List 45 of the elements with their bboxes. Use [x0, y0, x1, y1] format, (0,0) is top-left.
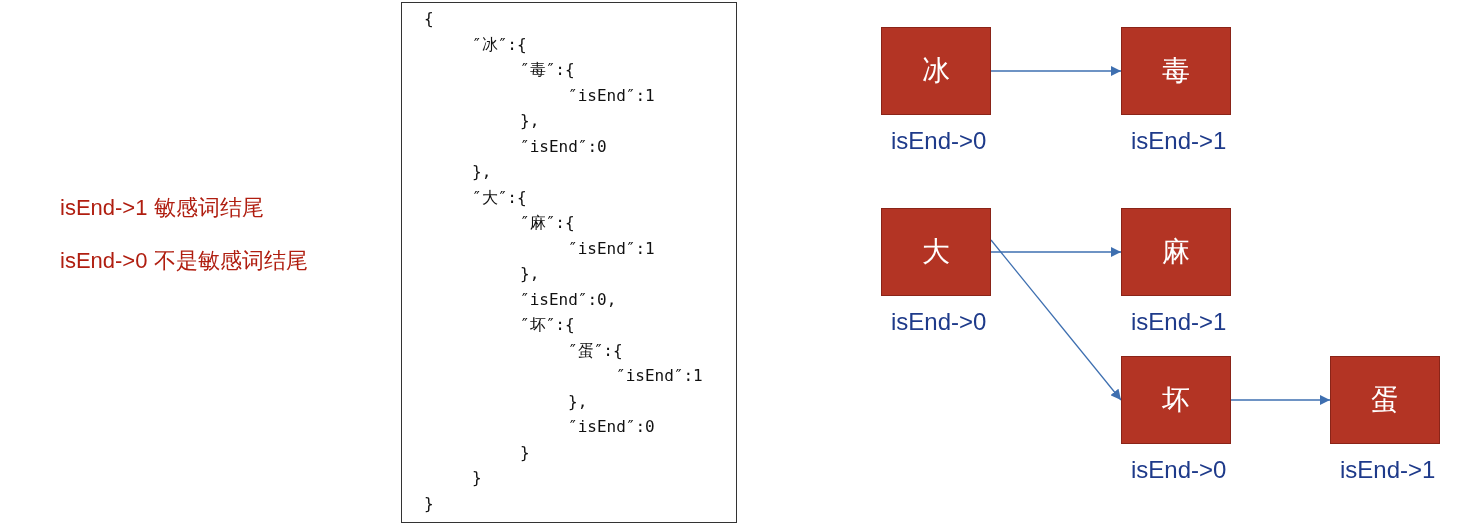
node-box [881, 208, 991, 296]
node-box [1121, 27, 1231, 115]
code-line: ″麻″:{ [520, 213, 575, 233]
code-line: }, [520, 111, 540, 131]
code-line: ″大″:{ [472, 187, 527, 208]
code-line: }, [568, 391, 588, 412]
node-box [1330, 356, 1440, 444]
node-caption: isEnd->0 [891, 308, 987, 336]
node-label: 毒 [1162, 53, 1190, 89]
node-caption: isEnd->0 [1131, 456, 1227, 484]
node-caption: isEnd->1 [1340, 456, 1436, 484]
code-line: ″isEnd″:1 [616, 366, 703, 386]
code-line: ″坏″:{ [520, 315, 575, 335]
code-line: } [424, 493, 434, 514]
code-line: ″冰″:{ [472, 34, 527, 55]
code-line: } [520, 442, 530, 463]
node-label: 坏 [1162, 382, 1190, 418]
arrow [990, 246, 1122, 258]
code-line: ″毒″:{ [520, 60, 575, 80]
arrow [990, 239, 1122, 401]
node-label: 大 [922, 234, 950, 270]
code-line: ″isEnd″:1 [568, 238, 655, 259]
arrow [1230, 394, 1331, 406]
node-caption: isEnd->1 [1131, 308, 1227, 336]
node-caption: isEnd->0 [891, 127, 987, 155]
code-line: } [472, 468, 482, 488]
node-box [1121, 356, 1231, 444]
code-line: }, [472, 162, 492, 182]
code-panel [401, 2, 737, 523]
node-box [1121, 208, 1231, 296]
node-caption: isEnd->1 [1131, 127, 1227, 155]
node-box [881, 27, 991, 115]
node-label: 冰 [922, 53, 950, 89]
code-line: ″isEnd″:0 [568, 417, 655, 437]
code-line: ″isEnd″:0, [520, 289, 617, 310]
node-label: 麻 [1162, 234, 1190, 270]
arrow [990, 65, 1122, 77]
node-label: 蛋 [1371, 382, 1399, 418]
code-line: { [424, 9, 434, 29]
code-line: ″isEnd″:1 [568, 85, 655, 106]
code-line: ″蛋″:{ [568, 340, 623, 361]
note-text: isEnd->1 敏感词结尾 [60, 194, 264, 222]
code-line: ″isEnd″:0 [520, 136, 607, 157]
code-line: }, [520, 264, 540, 284]
note-text: isEnd->0 不是敏感词结尾 [60, 247, 308, 275]
